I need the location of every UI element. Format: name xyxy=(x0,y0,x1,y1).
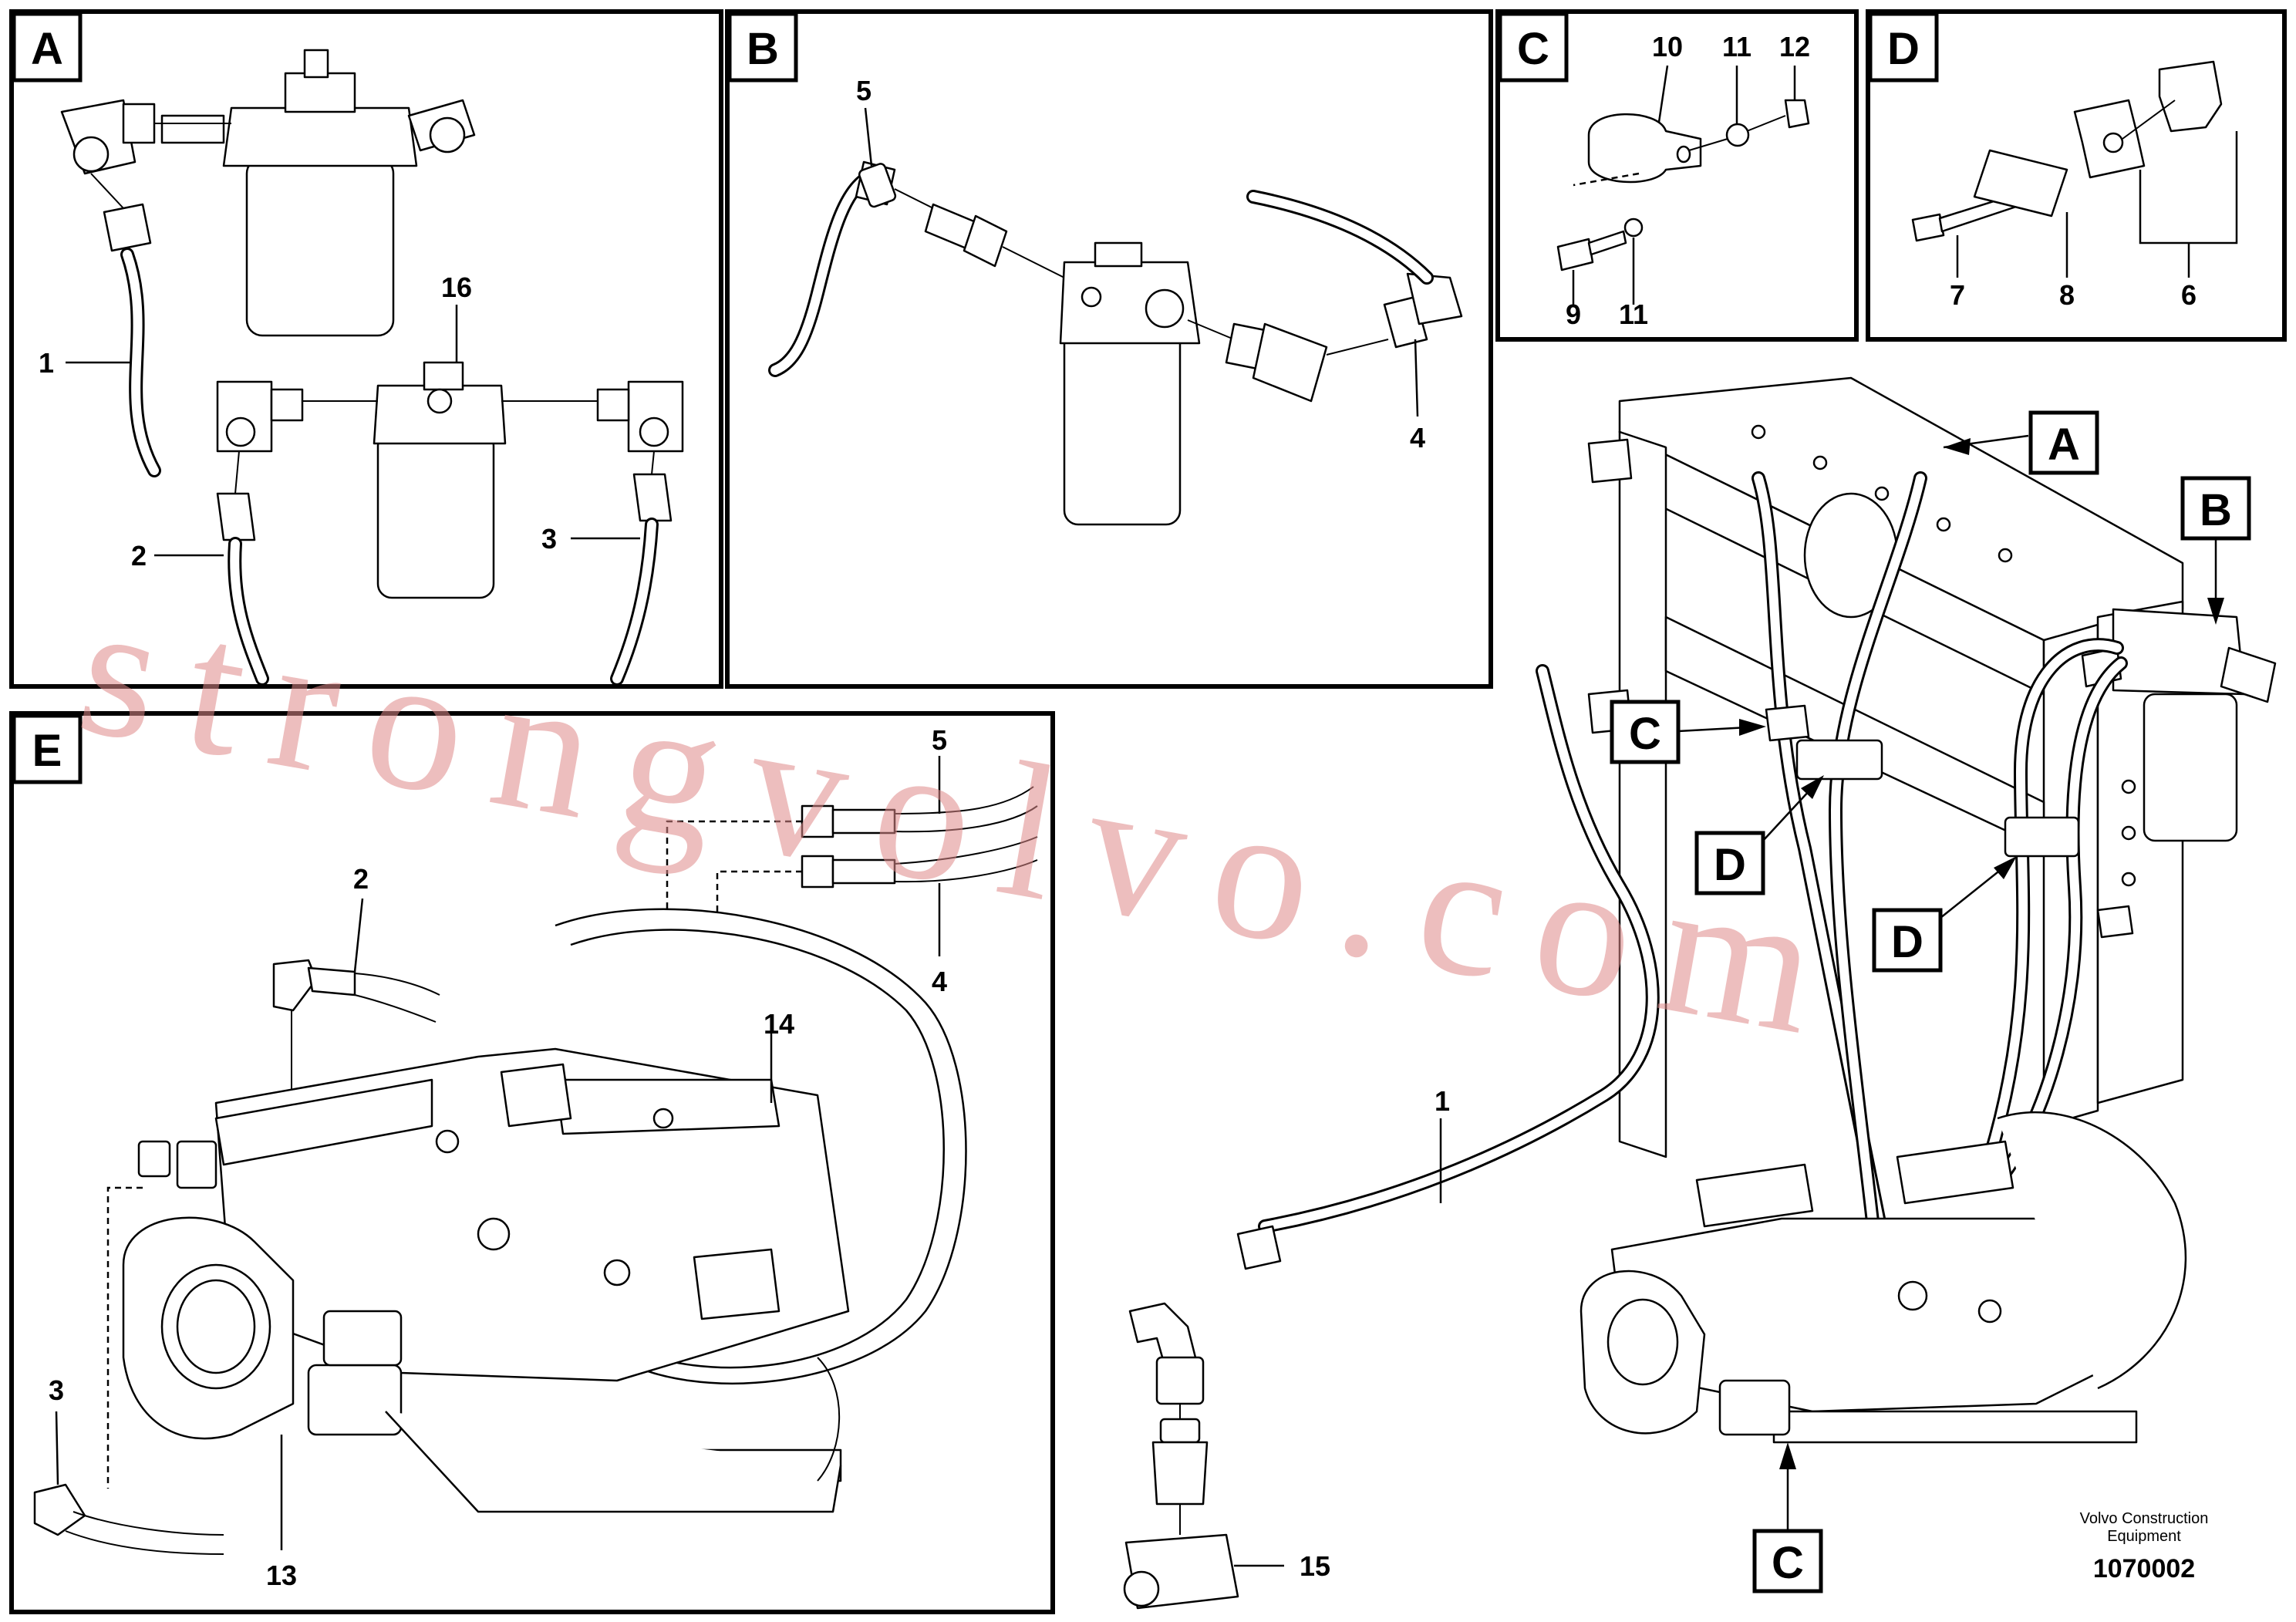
panel-e: E 5 4 2 xyxy=(9,711,1055,1614)
panel-b-num-4: 4 xyxy=(1410,422,1425,454)
panel-c-tag-box xyxy=(1498,12,1569,83)
hose3-fitting xyxy=(632,473,673,522)
panel-e-tag: E xyxy=(32,726,62,776)
panel-c-num-10: 10 xyxy=(1652,31,1683,62)
panel-e-num-14: 14 xyxy=(764,1008,794,1040)
callout-a: A xyxy=(1943,410,2099,475)
clamp-c xyxy=(1765,704,1810,742)
cover-plate xyxy=(1973,149,2068,218)
elbow-top-left xyxy=(60,99,156,175)
overview-assembly: 1 15 A xyxy=(1123,376,2277,1610)
footer-drawing-number: 1070002 xyxy=(2093,1554,2195,1583)
svg-text:B: B xyxy=(2200,485,2232,535)
panel-e-num-13: 13 xyxy=(266,1560,297,1591)
panel-a-num-16: 16 xyxy=(441,271,472,303)
filter-top xyxy=(160,49,476,337)
panel-e-num-4: 4 xyxy=(932,966,947,997)
panel-b-tag-box xyxy=(727,12,798,83)
overview-num-1: 1 xyxy=(1435,1085,1450,1117)
hose-4-b xyxy=(1246,190,1434,285)
panel-d-num-8: 8 xyxy=(2059,279,2075,311)
svg-text:D: D xyxy=(1891,917,1923,967)
callout-c-upper: C xyxy=(1610,700,1766,764)
clamp-d-right xyxy=(2004,816,2080,858)
panel-d-tag-box xyxy=(1868,12,1939,83)
clamp-half-upper xyxy=(2158,60,2223,133)
svg-text:C: C xyxy=(1629,709,1661,759)
filter-b xyxy=(1059,241,1201,526)
panel-e-num-5: 5 xyxy=(932,724,947,756)
footer-company-line1: Volvo Construction xyxy=(2080,1510,2209,1527)
panel-a-num-3: 3 xyxy=(541,523,557,555)
nut xyxy=(1784,99,1810,129)
footer-company-line2: Equipment xyxy=(2107,1528,2181,1545)
footer-block: Volvo Construction Equipment 1070002 xyxy=(2080,1510,2209,1583)
panel-a: A 1 16 xyxy=(9,9,723,689)
panel-e-num-3: 3 xyxy=(49,1374,64,1406)
elbow-left xyxy=(216,380,304,453)
panel-e-tag-box xyxy=(12,713,83,784)
panel-a-num-2: 2 xyxy=(131,540,147,572)
panel-d-tag: D xyxy=(1887,24,1920,74)
panel-e-num-2: 2 xyxy=(353,863,369,895)
elbow-right xyxy=(596,380,684,453)
fitting-4 xyxy=(801,855,834,889)
pump-assembly xyxy=(122,908,967,1513)
panel-b: B 5 4 xyxy=(725,9,1493,689)
hose2-fitting xyxy=(216,492,256,541)
svg-text:D: D xyxy=(1714,840,1746,890)
washer xyxy=(1725,123,1750,147)
overview-pump xyxy=(1580,1111,2187,1444)
panel-a-tag-box xyxy=(12,12,83,83)
panel-d-num-7: 7 xyxy=(1950,279,1965,311)
clamp-d-left xyxy=(1795,739,1883,781)
panel-c-frame xyxy=(1495,9,1859,342)
panel-c-num-11-bottom: 11 xyxy=(1619,298,1648,330)
svg-text:C: C xyxy=(1772,1538,1804,1588)
panel-b-tag: B xyxy=(747,24,779,74)
elbow-b xyxy=(1252,322,1328,403)
filter-middle xyxy=(373,361,507,599)
panel-a-num-1: 1 xyxy=(39,347,54,379)
washer-lower xyxy=(1623,218,1644,238)
callout-d-left: D xyxy=(1694,775,1824,895)
panel-d-frame xyxy=(1866,9,2287,342)
panel-c-num-12: 12 xyxy=(1779,31,1810,62)
fitting-5 xyxy=(801,804,834,838)
panel-d-num-6: 6 xyxy=(2181,279,2197,311)
solenoid-valve xyxy=(214,1078,433,1166)
panel-b-num-5: 5 xyxy=(856,75,872,106)
panel-e-frame xyxy=(9,711,1055,1614)
panel-c-num-9: 9 xyxy=(1566,298,1581,330)
callout-d-right: D xyxy=(1872,856,2017,973)
panel-b-frame xyxy=(725,9,1493,689)
bolt-d xyxy=(1911,213,1945,242)
bolt-head xyxy=(1556,238,1594,271)
callout-b: B xyxy=(2180,476,2251,625)
tee-fitting xyxy=(1128,1302,1197,1367)
callout-c-lower: C xyxy=(1752,1442,1823,1593)
svg-text:A: A xyxy=(2048,420,2080,470)
clamp xyxy=(1587,113,1702,184)
overview-num-15: 15 xyxy=(1300,1550,1330,1582)
panel-d: D 7 8 6 xyxy=(1866,9,2287,342)
elbow-e-3 xyxy=(33,1483,86,1536)
elbow-e-2 xyxy=(272,959,318,1012)
panel-a-frame xyxy=(9,9,723,689)
panel-c-num-11-top: 11 xyxy=(1722,31,1752,62)
panel-c-tag: C xyxy=(1517,24,1549,74)
overview-filter xyxy=(2081,608,2277,842)
hose1-fitting xyxy=(103,203,152,252)
panel-a-tag: A xyxy=(31,24,63,74)
panel-c: C 10 11 12 9 11 xyxy=(1495,9,1859,342)
